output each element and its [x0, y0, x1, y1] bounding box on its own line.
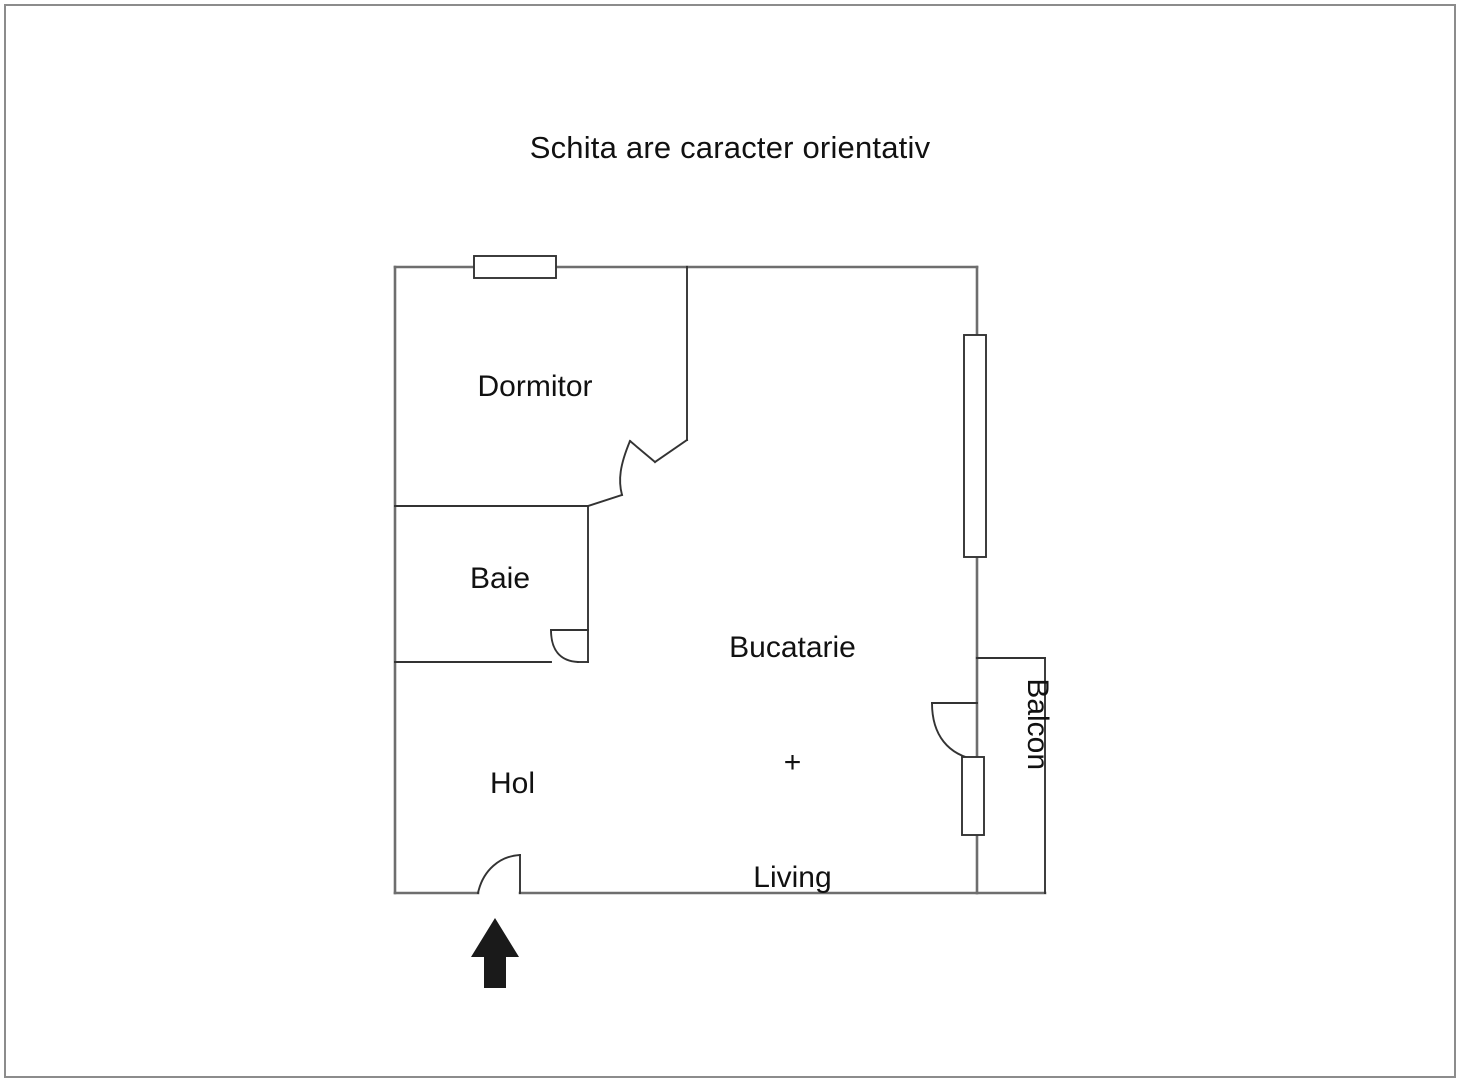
door-leaf-dormitor [628, 439, 657, 464]
door-arc-entrance [476, 854, 521, 895]
room-label-dormitor: Dormitor [477, 370, 593, 403]
page-title: Schita are caracter orientativ [529, 130, 931, 165]
window-balcon [961, 756, 985, 836]
room-label-balcon: Balcon [1021, 678, 1055, 771]
outer-walls [393, 265, 1047, 895]
room-label-bucatarie: Bucatarie [729, 630, 856, 664]
windows [473, 255, 987, 836]
interior-walls [394, 266, 1046, 895]
entrance-arrow [471, 918, 519, 988]
room-label-baie: Baie [469, 562, 531, 595]
window-dormitor-top [473, 255, 557, 279]
room-label-plus-sign: + [783, 745, 802, 779]
door-arc-dormitor [619, 439, 632, 497]
wall-dormitor-door-jamb-upper [653, 438, 689, 464]
window-living-east [963, 334, 987, 558]
room-label-living: Living [753, 861, 832, 895]
door-arc-balcon [931, 702, 979, 762]
room-label-hol: Hol [489, 767, 535, 800]
room-label-bucatarie-living: Bucatarie + Living [660, 552, 925, 974]
door-arc-baie [550, 629, 580, 664]
wall-diagonal-to-baie [586, 493, 624, 508]
